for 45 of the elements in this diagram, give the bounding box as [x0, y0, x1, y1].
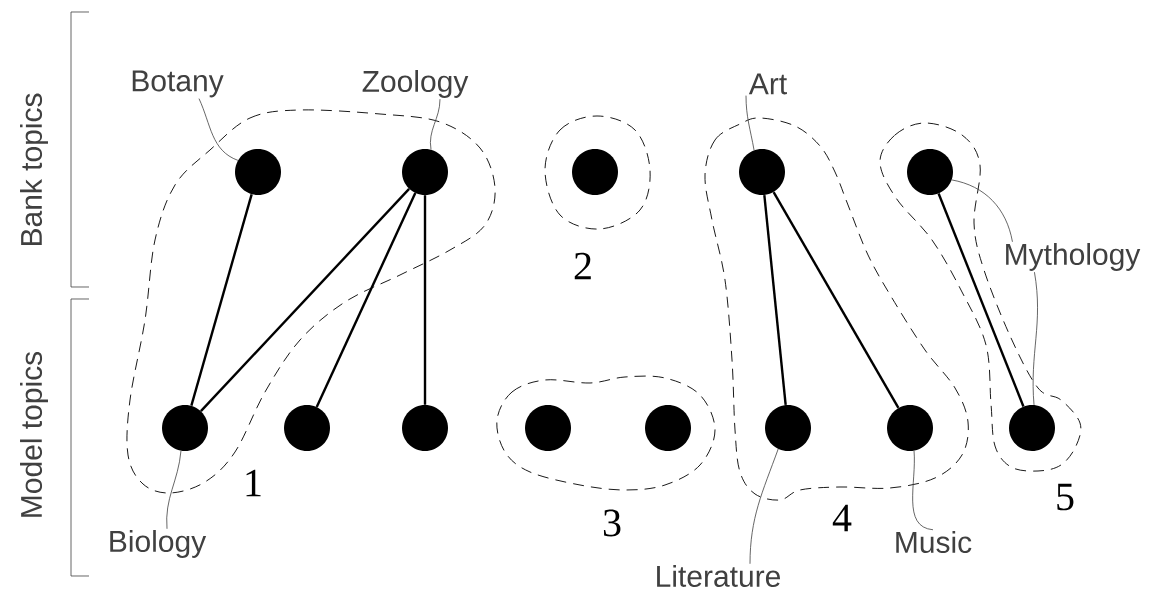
cluster-number: 3 — [603, 509, 621, 537]
connector-line — [772, 191, 900, 409]
connector-line — [315, 192, 417, 408]
cluster-outline — [544, 115, 651, 230]
dot — [402, 149, 448, 195]
leader-line — [166, 450, 182, 530]
leader-line — [912, 450, 934, 531]
cluster-outline — [704, 117, 969, 501]
dot — [765, 405, 811, 451]
topic-label: Biology — [110, 530, 207, 558]
cluster-number: 4 — [832, 504, 852, 532]
topic-label: Mythology — [1006, 243, 1141, 271]
cluster-number: 1 — [246, 469, 261, 497]
dot — [645, 405, 691, 451]
leader-line — [745, 95, 755, 151]
topic-label: Zoology — [362, 70, 469, 98]
dot — [1009, 405, 1055, 451]
leader-line — [430, 98, 441, 150]
topic-label: Literature — [657, 564, 781, 587]
leader-line — [198, 98, 239, 161]
axis-label: Model topics — [20, 351, 48, 517]
leader-line — [749, 448, 779, 565]
cluster-number: 2 — [574, 252, 591, 280]
leader-line — [951, 179, 1013, 243]
topic-label: Art — [748, 73, 787, 95]
dot — [572, 149, 618, 195]
connector-line — [423, 195, 427, 405]
cluster-number: 5 — [1057, 483, 1074, 511]
dot — [907, 149, 953, 195]
topic-label: Music — [896, 530, 972, 553]
dot — [284, 405, 330, 451]
topic-label: Botany — [132, 70, 224, 98]
dot — [739, 149, 785, 195]
connector-line — [937, 193, 1025, 407]
dot — [235, 149, 281, 195]
connector-line — [190, 193, 253, 406]
cluster-outline — [496, 375, 716, 491]
leader-line — [1032, 271, 1038, 406]
connector-line — [200, 188, 410, 412]
dot — [162, 405, 208, 451]
dot — [887, 405, 933, 451]
connector-line — [763, 194, 787, 406]
dot — [525, 405, 571, 451]
axis-label: Bank topics — [20, 93, 48, 246]
dot — [402, 405, 448, 451]
